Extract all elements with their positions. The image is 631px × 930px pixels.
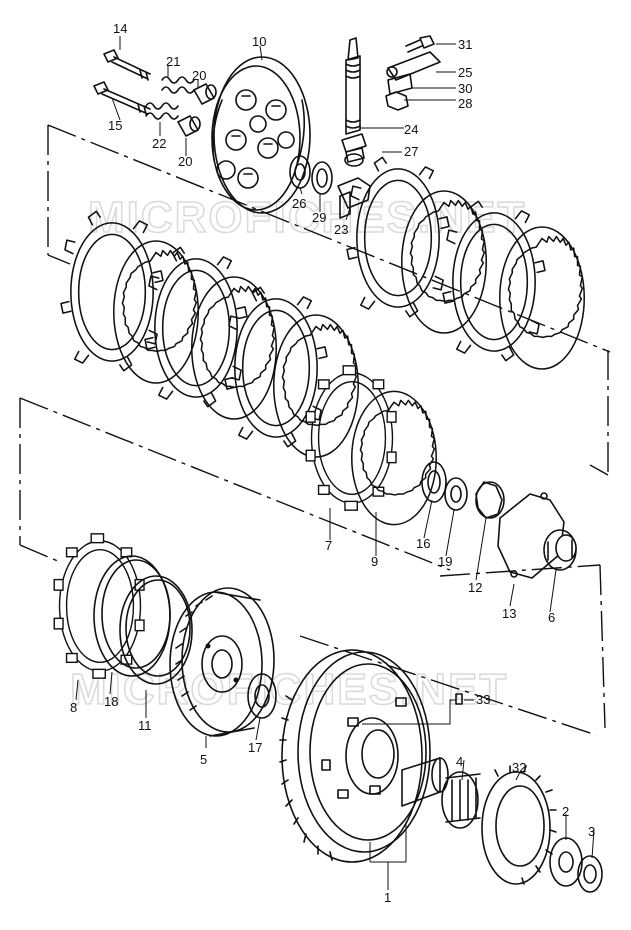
primary-driven-gear-1 — [279, 649, 431, 863]
watermark-bottom: MICROFICHES.NET — [70, 665, 508, 714]
spring-22 — [145, 102, 179, 120]
callout-32: 32 — [512, 760, 526, 775]
callout-9: 9 — [371, 554, 378, 569]
callout-23: 23 — [334, 222, 348, 237]
callout-18: 18 — [104, 694, 118, 709]
seat-13 — [497, 492, 565, 579]
callout-27: 27 — [404, 144, 418, 159]
callout-labels: 14 21 20 10 15 22 20 31 25 30 28 24 27 2… — [70, 21, 595, 905]
callout-12: 12 — [468, 580, 482, 595]
callout-24: 24 — [404, 122, 418, 137]
needle-bearing-4 — [441, 771, 481, 829]
hub-12 — [475, 481, 505, 519]
spacer-20b — [177, 115, 201, 137]
callout-20-bottom: 20 — [178, 154, 192, 169]
judder-spring-7 — [305, 365, 397, 511]
washer-16 — [421, 461, 447, 503]
callout-13: 13 — [502, 606, 516, 621]
leader-lines — [75, 36, 595, 890]
pushrod-24 — [341, 37, 367, 163]
callout-1: 1 — [384, 890, 391, 905]
callout-17: 17 — [248, 740, 262, 755]
spring-21 — [161, 76, 195, 94]
pressure-plate-10 — [211, 56, 311, 214]
callout-5: 5 — [200, 752, 207, 767]
spacer-4 — [401, 757, 449, 807]
bolt-31 — [405, 35, 435, 53]
bearing-6 — [543, 529, 577, 571]
callout-4: 4 — [456, 754, 463, 769]
watermark-top: MICROFICHES.NET — [88, 193, 526, 242]
oil-seal-27 — [344, 153, 364, 167]
callout-30: 30 — [458, 81, 472, 96]
callout-7: 7 — [325, 538, 332, 553]
spring-seat-18 — [93, 555, 171, 677]
callout-26: 26 — [292, 196, 306, 211]
callout-25: 25 — [458, 65, 472, 80]
callout-14: 14 — [113, 21, 127, 36]
spacer-20a — [193, 83, 217, 105]
callout-16: 16 — [416, 536, 430, 551]
pushrod-piece-23 — [337, 177, 371, 219]
bolt-33 — [455, 693, 463, 705]
callout-2: 2 — [562, 804, 569, 819]
circlip-11 — [119, 575, 193, 685]
callout-28: 28 — [458, 96, 472, 111]
release-arm-25 — [386, 51, 441, 81]
callout-21: 21 — [166, 54, 180, 69]
callout-10: 10 — [252, 34, 266, 49]
callout-8: 8 — [70, 700, 77, 715]
upper-plate-group-frame — [47, 124, 611, 476]
washer-17 — [247, 673, 277, 719]
callout-31: 31 — [458, 37, 472, 52]
callout-6: 6 — [548, 610, 555, 625]
callout-3: 3 — [588, 824, 595, 839]
callout-15: 15 — [108, 118, 122, 133]
washer-19 — [444, 477, 468, 511]
nut-28 — [385, 91, 409, 111]
lower-assembly-frame — [19, 397, 606, 736]
bearing-29 — [311, 161, 333, 195]
callout-11: 11 — [138, 718, 152, 733]
gear-32 — [481, 765, 557, 885]
callout-19: 19 — [438, 554, 452, 569]
clutch-sleeve-hub-5 — [169, 587, 275, 737]
nut-3 — [577, 855, 603, 893]
bolt-14 — [103, 49, 151, 81]
callout-22: 22 — [152, 136, 166, 151]
callout-33: 33 — [476, 692, 490, 707]
callout-29: 29 — [312, 210, 326, 225]
bolt-15 — [93, 81, 151, 115]
washer-2 — [549, 837, 583, 887]
callout-20-top: 20 — [192, 68, 206, 83]
